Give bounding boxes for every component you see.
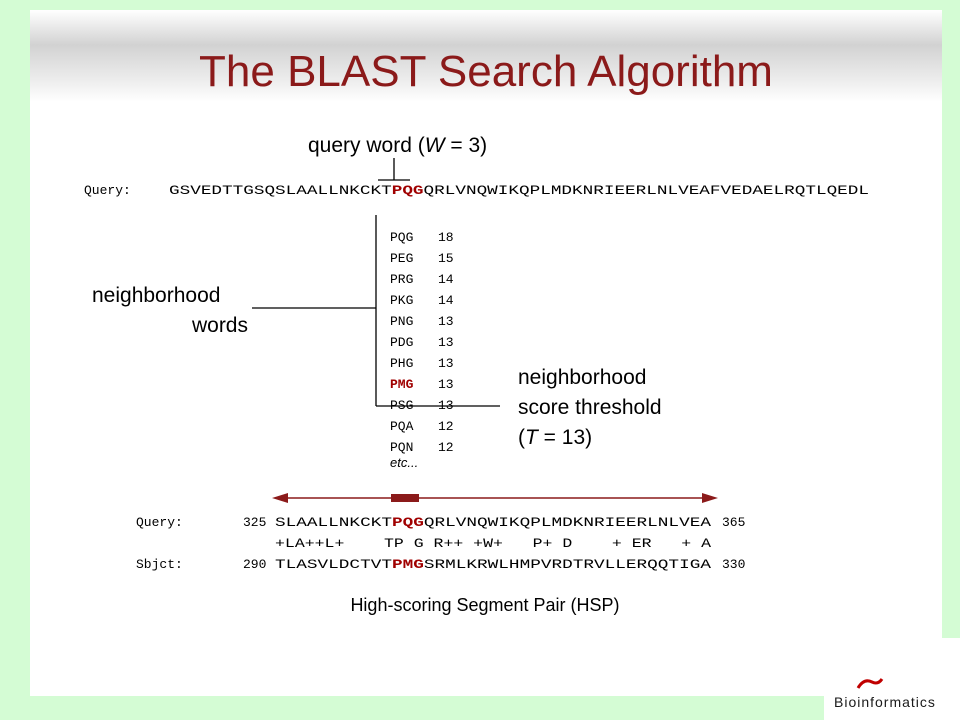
etc-label: etc... [390,455,418,470]
hsp-sbjct-end: 330 [722,557,745,572]
neighborhood-score: 18 [438,230,454,245]
extension-arrow [272,493,718,503]
neighborhood-score: 15 [438,251,454,266]
title-band [30,10,942,102]
neighborhood-score: 13 [438,356,454,371]
neighborhood-word: PEG [390,251,413,266]
threshold-label-2: score threshold [518,396,662,419]
neighborhood-word: PNG [390,314,413,329]
query-word-label: query word (W = 3) [308,134,487,157]
neighborhood-words-label-1: neighborhood [92,284,220,307]
neighborhood-score: 13 [438,398,454,413]
neighborhood-word: PQN [390,440,413,455]
neighborhood-word: PQA [390,419,414,434]
hsp-caption: High-scoring Segment Pair (HSP) [350,595,619,615]
seed-word-marker [391,494,419,502]
hsp-sbjct-label: Sbjct: [136,557,183,572]
neighborhood-word: PQG [390,230,413,245]
threshold-label-1: neighborhood [518,366,646,389]
neighborhood-score: 14 [438,293,454,308]
neighborhood-word: PDG [390,335,413,350]
neighborhood-score: 13 [438,377,454,392]
neighborhood-word: PSG [390,398,413,413]
neighborhood-score: 13 [438,314,454,329]
neighborhood-word: PKG [390,293,413,308]
neighborhood-word: PHG [390,356,413,371]
hsp-query-end: 365 [722,515,745,530]
neighborhood-word: PRG [390,272,413,287]
neighborhood-words-label-2: words [191,314,248,337]
logo-text: Bioinformatics [834,694,936,710]
threshold-label-3: (T = 13) [518,426,592,449]
hsp-match-line: +LA++L+ TP G R++ +W+ P+ D + ER + A [275,536,711,551]
hsp-sbjct-start: 290 [243,557,266,572]
hsp-query-label: Query: [136,515,183,530]
query-word-bracket [378,158,410,181]
slide: The BLAST Search Algorithm query word (W… [30,10,942,696]
logo-mark-icon [856,678,884,689]
logo: Bioinformatics [824,638,960,720]
neighborhood-score: 12 [438,419,454,434]
neighborhood-word: PMG [390,377,414,392]
query-row-label: Query: [84,183,131,198]
hsp-query-start: 325 [243,515,266,530]
blast-diagram: query word (W = 3) Query: GSVEDTTGSQSLAA… [84,134,869,615]
neighborhood-score: 14 [438,272,454,287]
slide-title: The BLAST Search Algorithm [199,47,773,96]
neighborhood-score: 12 [438,440,454,455]
neighborhood-score: 13 [438,335,454,350]
